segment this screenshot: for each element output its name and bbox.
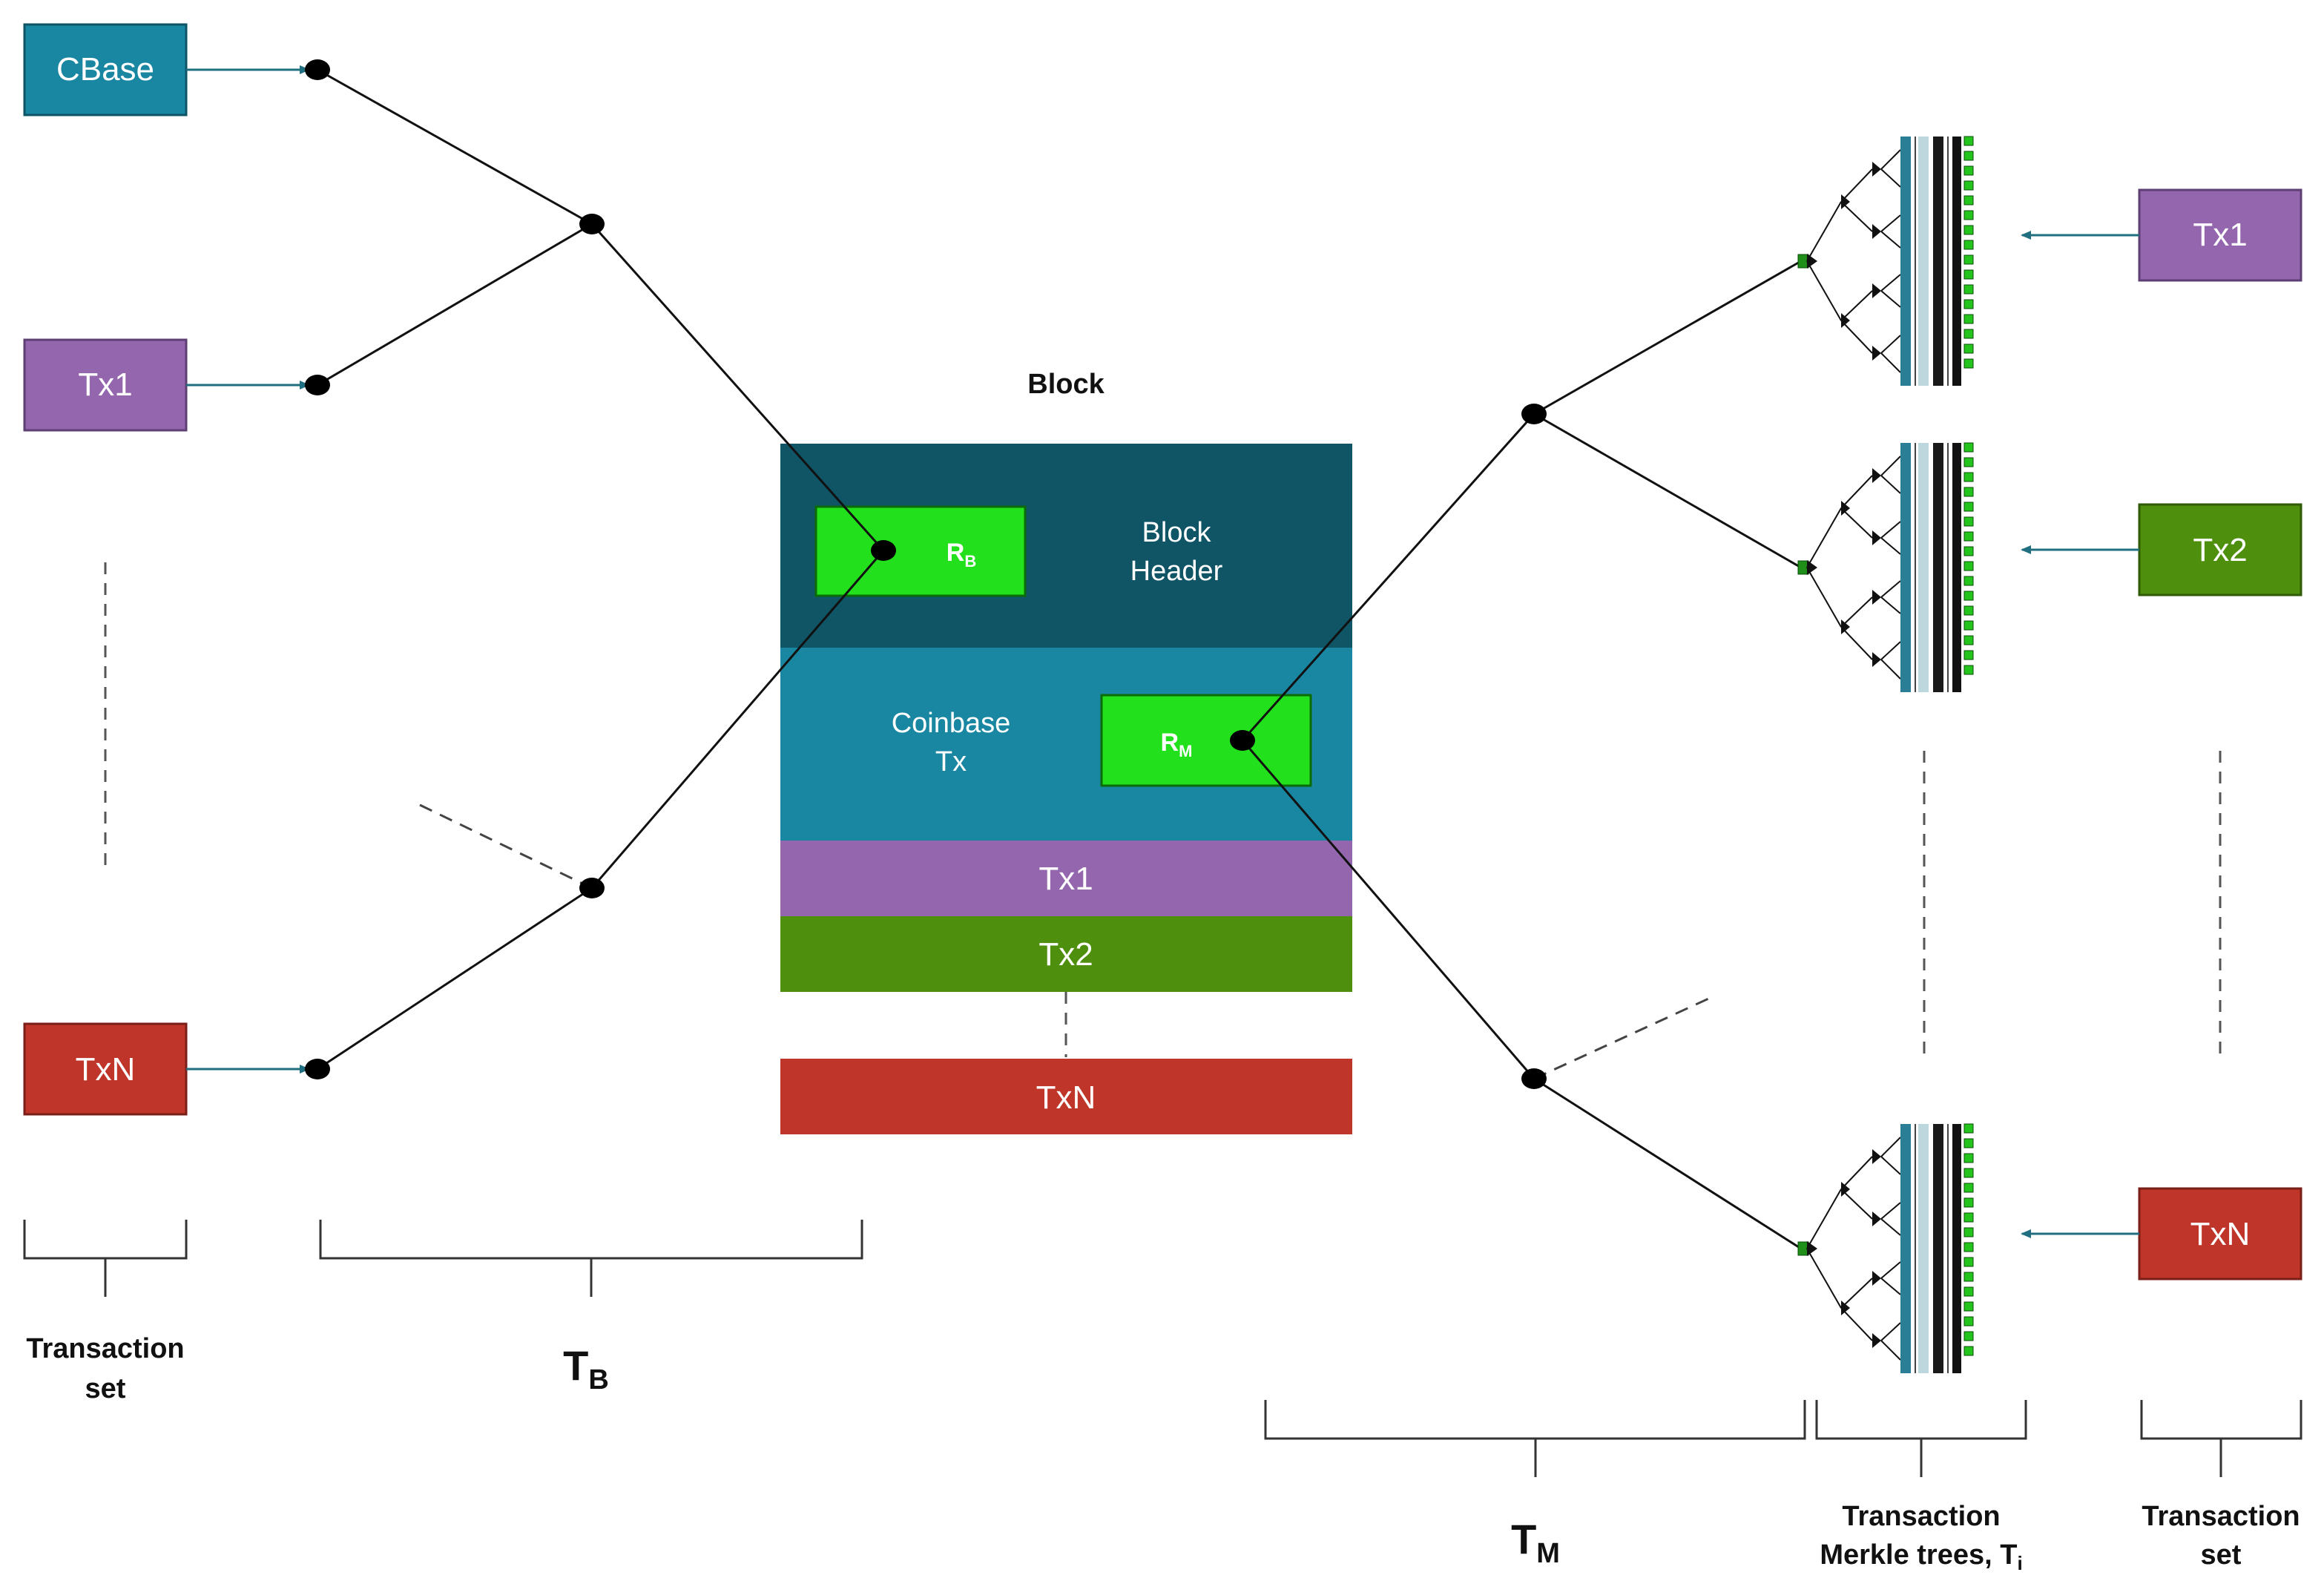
block-tx2-row [780,916,1352,992]
tb-node-inner-top [579,214,605,234]
right-tx1-box [2138,188,2302,282]
tb-node-inner-bottom [579,878,605,898]
tb-node-cbase [305,59,330,80]
tm-node-inner-bottom [1521,1068,1547,1089]
tm-node-inner-top [1521,404,1547,424]
block-txn-label: TxN [1036,1079,1096,1116]
right-tx2-label: Tx2 [2193,532,2247,568]
left-transaction-set: CBase Tx1 TxN [23,23,188,1116]
tm-node-root [1230,730,1255,751]
label-tb: TB [563,1342,609,1395]
block-tx1-row [780,841,1352,916]
tm-tree-nodes [1230,404,1547,1089]
left-tx1-box [23,338,188,432]
right-txn-label: TxN [2190,1216,2251,1252]
left-tx1-label: Tx1 [78,366,132,403]
tb-node-tx1 [305,375,330,395]
left-cbase-box [23,23,188,116]
rb-box [814,505,1027,597]
bracket-tb [319,1220,863,1297]
bracket-tm [1264,1400,1806,1477]
tb-tree-edges [317,68,885,1071]
right-arrows [2021,231,2139,1238]
block-tx2-label: Tx2 [1038,936,1093,973]
left-txn-label: TxN [76,1051,136,1088]
tx-merkle-tree-2 [1797,442,1974,693]
right-tx1-label: Tx1 [2193,217,2247,253]
tx-merkle-tree-n [1797,1123,1974,1374]
rm-label: RM [1161,729,1193,760]
rb-label: RB [947,539,976,571]
block-tx1-label: Tx1 [1038,861,1093,897]
right-transaction-set: Tx1 Tx2 TxN [2138,188,2302,1281]
tx-merkle-tree-1 [1797,136,1974,387]
left-arrows [186,65,310,1074]
brackets [23,1220,2302,1477]
right-tx2-box [2138,503,2302,596]
block-txn-row [780,1059,1352,1134]
tm-tree-edges [1241,260,1802,1250]
left-txn-box [23,1022,188,1116]
label-tm: TM [1511,1516,1560,1569]
tb-tree-nodes [305,59,896,1079]
left-cbase-label: CBase [56,51,154,88]
bracket-right-set [2140,1400,2302,1477]
bracket-merkle [1815,1400,2027,1477]
tb-node-root [871,540,896,561]
rm-box [1100,694,1312,787]
tb-node-txn [305,1059,330,1079]
bracket-left-set [23,1220,188,1297]
block-title: Block [1027,369,1105,400]
